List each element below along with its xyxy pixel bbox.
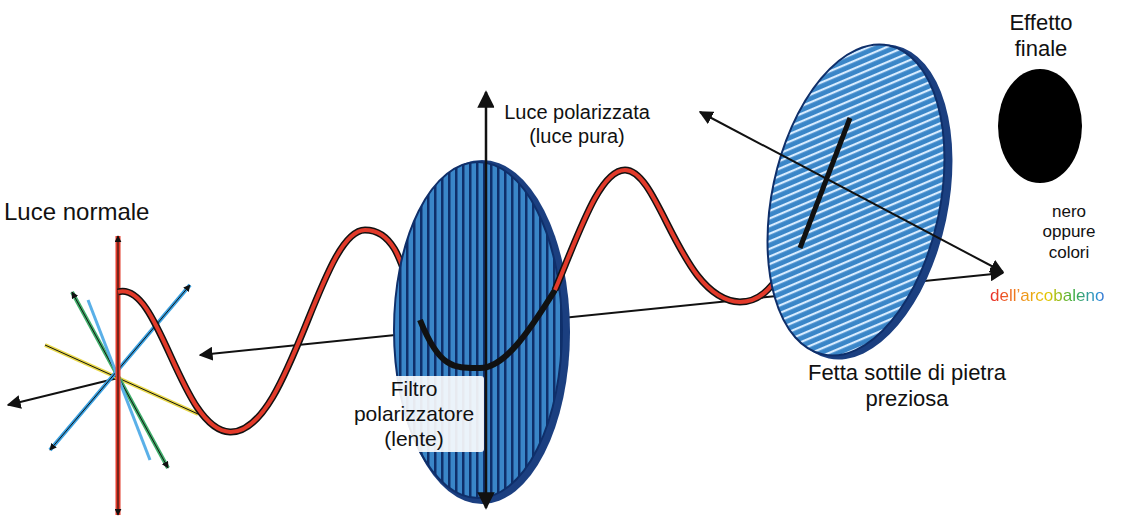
filter-label: Filtro polarizzatore (lente) xyxy=(344,376,484,452)
effect-note: nero oppure colori xyxy=(1030,202,1108,263)
final-effect-spot xyxy=(998,69,1082,183)
gem-label: Fetta sottile di pietra preziosa xyxy=(802,360,1012,413)
rainbow-label: dell’arcobaleno xyxy=(990,286,1140,306)
light-label: Luce normale xyxy=(4,198,174,227)
unpolarized-star xyxy=(8,236,198,515)
polarization-axis xyxy=(485,92,488,508)
polarized-wave xyxy=(555,170,790,302)
gem-axis xyxy=(700,112,1003,272)
gem-slice xyxy=(741,28,971,372)
gem-wave xyxy=(800,118,850,248)
polarized-label: Luce polarizzata (luce pura) xyxy=(494,100,660,148)
filter-rim xyxy=(394,160,570,504)
effect-label: Effetto finale xyxy=(986,10,1096,63)
wave-in-filter xyxy=(420,290,555,368)
